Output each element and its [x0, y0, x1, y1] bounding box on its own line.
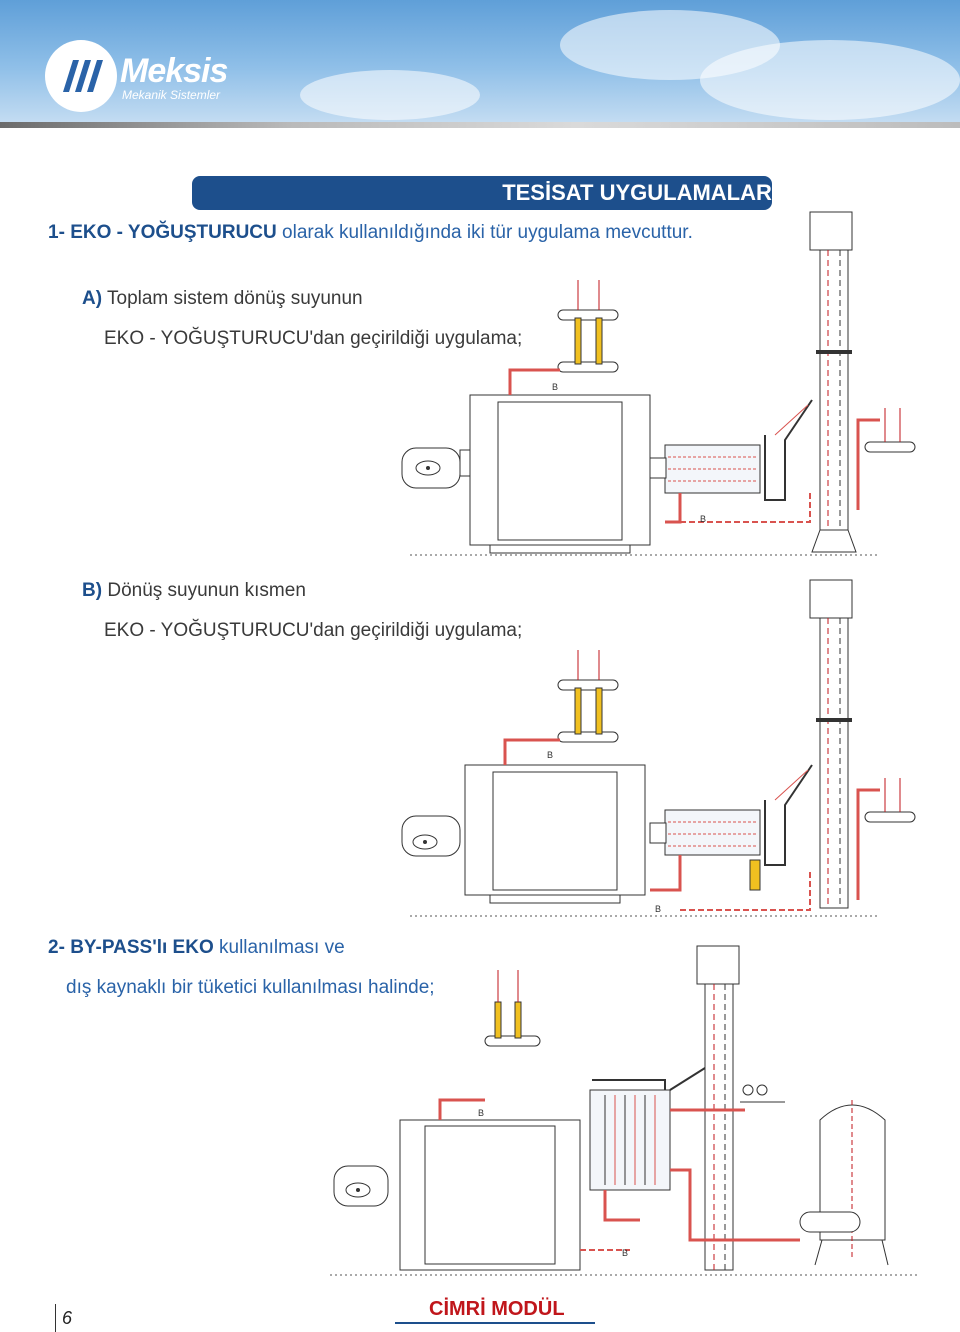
- item1-name: EKO - YOĞUŞTURUCU: [70, 222, 277, 243]
- logo-subtitle: Mekanik Sistemler: [122, 88, 221, 102]
- diagram-b-label-1: B: [547, 750, 553, 760]
- manifold-top: [557, 650, 619, 743]
- item2-line2: dış kaynaklı bir tüketici kullanılması h…: [66, 977, 435, 998]
- item1-number: 1-: [48, 222, 65, 243]
- item-a-text1: Toplam sistem dönüş suyunun: [107, 288, 363, 309]
- boiler: [399, 1119, 581, 1271]
- footer-title: CİMRİ MODÜL: [429, 1298, 565, 1320]
- item1-heading: 1- EKO - YOĞUŞTURUCU olarak kullanıldığı…: [48, 222, 693, 244]
- logo-name: Meksis: [120, 52, 228, 90]
- item-b-line1: B) Dönüş suyunun kısmen: [82, 580, 306, 602]
- diagram-b: B B: [401, 579, 916, 917]
- item2-name: BY-PASS'lı EKO: [70, 937, 214, 958]
- plate-heat-exchanger: [589, 1089, 671, 1191]
- item2-heading: 2- BY-PASS'lı EKO kullanılması ve: [48, 937, 345, 959]
- gauges: [740, 1084, 785, 1103]
- economizer: [649, 809, 761, 856]
- burner: [401, 815, 461, 857]
- item1-text: olarak kullanıldığında iki tür uygulama …: [282, 222, 693, 243]
- section-title: TESİSAT UYGULAMALARI: [502, 180, 778, 205]
- diagram-2-label-2: B: [622, 1248, 628, 1258]
- diagram-2: B B: [330, 945, 920, 1276]
- red-pipes: [503, 738, 880, 911]
- chimney: [696, 945, 740, 1271]
- manifold-top: [557, 280, 619, 373]
- flue-duct: [764, 764, 813, 866]
- header-divider: [0, 122, 960, 128]
- logo-mark: [45, 40, 117, 112]
- cloud-decoration: [300, 70, 480, 120]
- header-banner: Meksis Mekanik Sistemler: [0, 0, 960, 122]
- item-a-line2: EKO - YOĞUŞTURUCU'dan geçirildiği uygula…: [104, 328, 523, 349]
- chimney: [809, 211, 857, 553]
- storage-tank: [799, 1100, 889, 1266]
- red-pipes: [438, 1098, 800, 1251]
- flue-duct: [764, 399, 813, 501]
- manifold-right: [864, 778, 916, 823]
- item-a-line1: A) Toplam sistem dönüş suyunun: [82, 288, 363, 310]
- diagram-a-label-2: B: [700, 514, 706, 524]
- boiler: [469, 394, 651, 554]
- burner: [401, 447, 471, 489]
- footer-rule: [395, 1322, 595, 1324]
- footer-divider: [55, 1304, 56, 1332]
- economizer: [649, 444, 761, 494]
- diagram-2-label-1: B: [478, 1108, 484, 1118]
- item2-text: kullanılması ve: [219, 937, 345, 958]
- item-b-line2: EKO - YOĞUŞTURUCU'dan geçirildiği uygula…: [104, 620, 523, 641]
- chimney: [809, 579, 853, 909]
- page-number: 6: [62, 1308, 73, 1328]
- cloud-decoration: [700, 40, 960, 120]
- item-a-letter: A): [82, 288, 103, 309]
- diagram-a-label-1: B: [552, 382, 558, 392]
- manifold-top: [484, 970, 541, 1047]
- boiler: [464, 764, 646, 904]
- diagram-a: B B: [401, 211, 916, 556]
- section-title-band: [192, 176, 772, 210]
- item-b-text1: Dönüş suyunun kısmen: [107, 580, 306, 601]
- item2-number: 2-: [48, 937, 65, 958]
- diagram-b-label-2: B: [655, 904, 661, 914]
- flue-duct: [592, 1067, 706, 1091]
- red-pipes: [508, 368, 880, 524]
- item-b-letter: B): [82, 580, 103, 601]
- logo-stripes-icon: [63, 60, 103, 92]
- manifold-right: [864, 408, 916, 453]
- burner: [333, 1165, 389, 1207]
